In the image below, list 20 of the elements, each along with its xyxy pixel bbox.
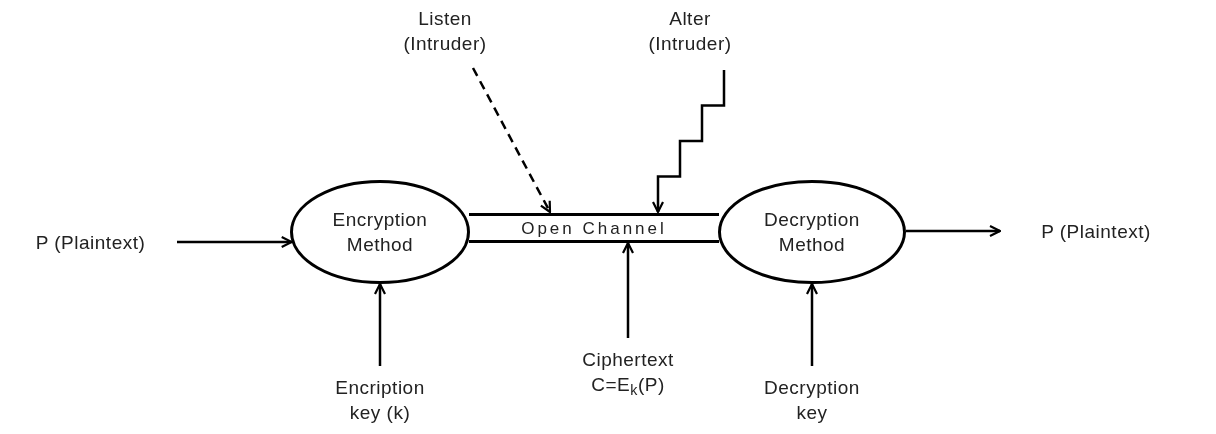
text-label: Alter (Intruder) [647,7,733,56]
arrow [651,70,726,214]
process-ellipse [718,180,906,284]
text-label: Decryption key [763,376,861,425]
text-label: Ciphertext C=E$_{k}$(P) [581,348,675,397]
arrow [373,282,387,366]
text-label: P (Plaintext) [1041,219,1151,244]
process-label: Decryption Method [763,208,861,257]
arrow [621,241,635,338]
arrow [177,235,293,249]
text-label: P (Plaintext) [35,230,146,255]
process-label: Encryption Method [331,208,429,257]
arrow [805,282,819,366]
process-ellipse [290,180,470,284]
text-label: Listen (Intruder) [402,7,488,56]
channel-box [469,213,719,243]
arrow [906,224,1002,238]
channel-label: Open Channel [521,219,667,237]
arrow [471,67,552,214]
text-label: Encription key (k) [334,376,426,425]
